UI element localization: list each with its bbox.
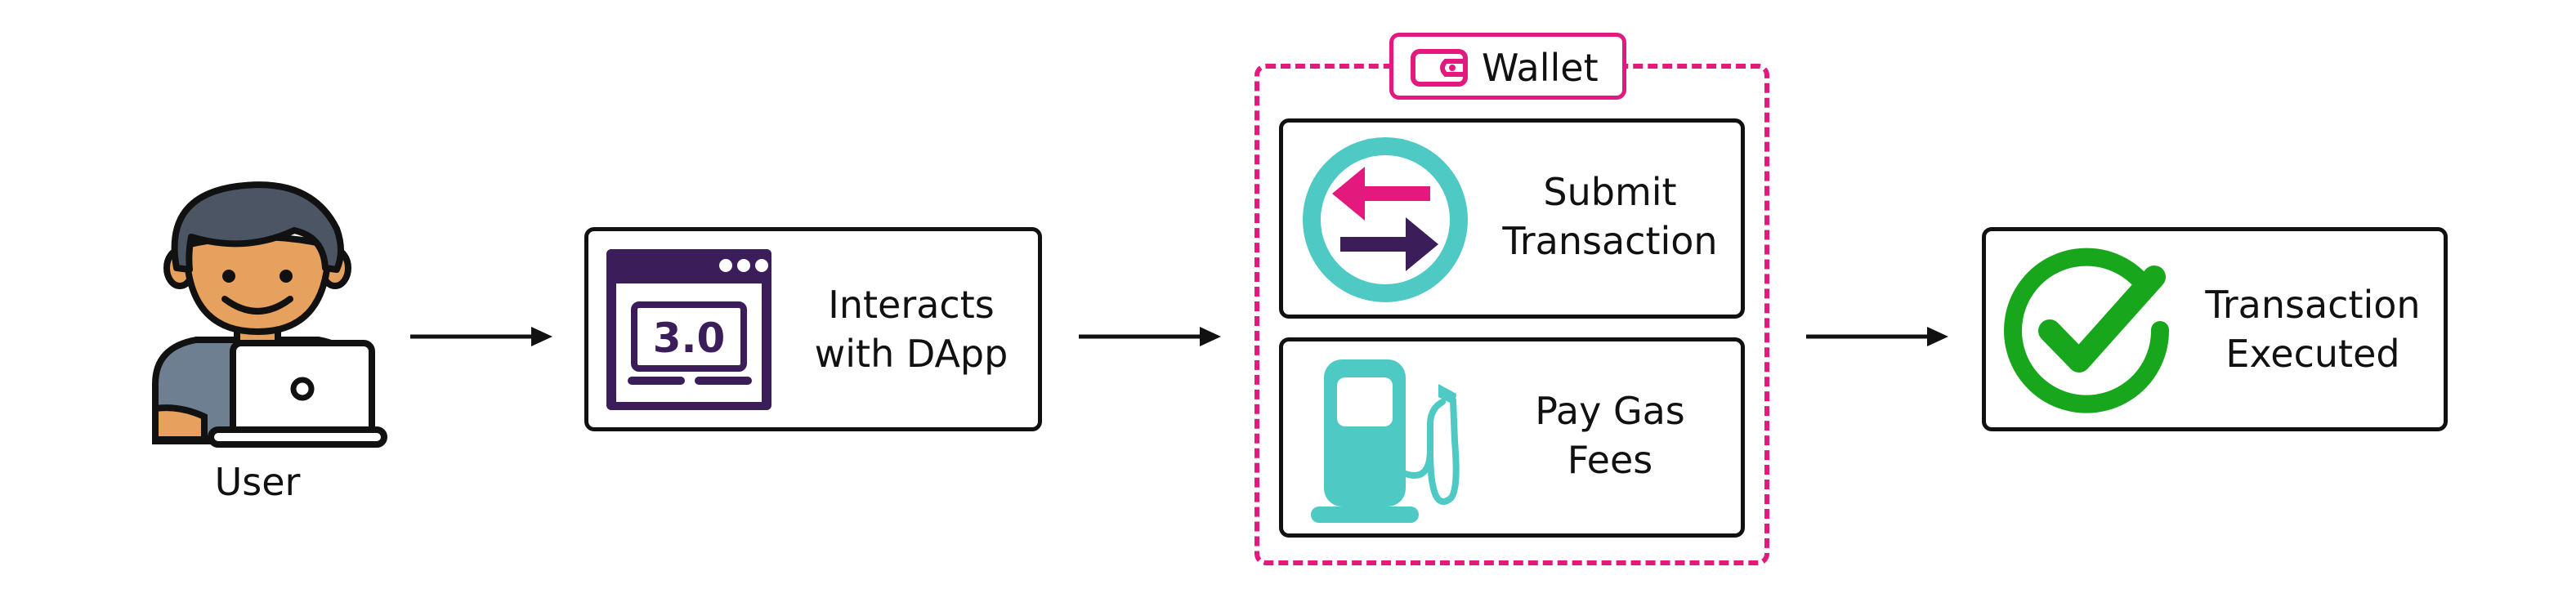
dapp-label-line2: with DApp [814, 332, 1008, 376]
check-circle-icon [2004, 248, 2170, 413]
user-label: User [214, 460, 301, 504]
dapp-label-line1: Interacts [828, 283, 995, 327]
executed-box: Transaction Executed [1982, 227, 2448, 431]
gas-label-line1: Pay Gas [1535, 389, 1685, 433]
dapp-box: 3.0 Interacts with DApp [584, 227, 1042, 431]
submit-label-line1: Submit [1543, 170, 1677, 214]
arrow-wallet-to-executed [1806, 327, 1948, 346]
executed-label-line1: Transaction [2205, 283, 2421, 327]
gas-label: Pay Gas Fees [1483, 386, 1737, 484]
wallet-tag: Wallet [1389, 33, 1626, 100]
submit-transaction-box: Submit Transaction [1279, 118, 1745, 319]
executed-label-line2: Executed [2225, 332, 2400, 376]
wallet-icon [1411, 49, 1468, 87]
dapp-browser-icon: 3.0 [606, 249, 771, 410]
arrow-dapp-to-wallet [1079, 327, 1221, 346]
pay-gas-box: Pay Gas Fees [1279, 337, 1745, 538]
gas-pump-icon [1311, 359, 1460, 523]
submit-label-line2: Transaction [1502, 219, 1718, 263]
executed-label: Transaction Executed [2182, 280, 2444, 378]
swap-arrows-icon [1303, 137, 1468, 302]
wallet-title: Wallet [1482, 46, 1599, 90]
arrow-user-to-dapp [410, 327, 552, 346]
gas-label-line2: Fees [1567, 438, 1653, 482]
user-laptop-icon [152, 181, 387, 448]
user-node: User [123, 180, 392, 515]
dapp-screen-text: 3.0 [653, 315, 726, 362]
submit-label: Submit Transaction [1483, 167, 1737, 266]
dapp-label: Interacts with DApp [793, 280, 1030, 378]
